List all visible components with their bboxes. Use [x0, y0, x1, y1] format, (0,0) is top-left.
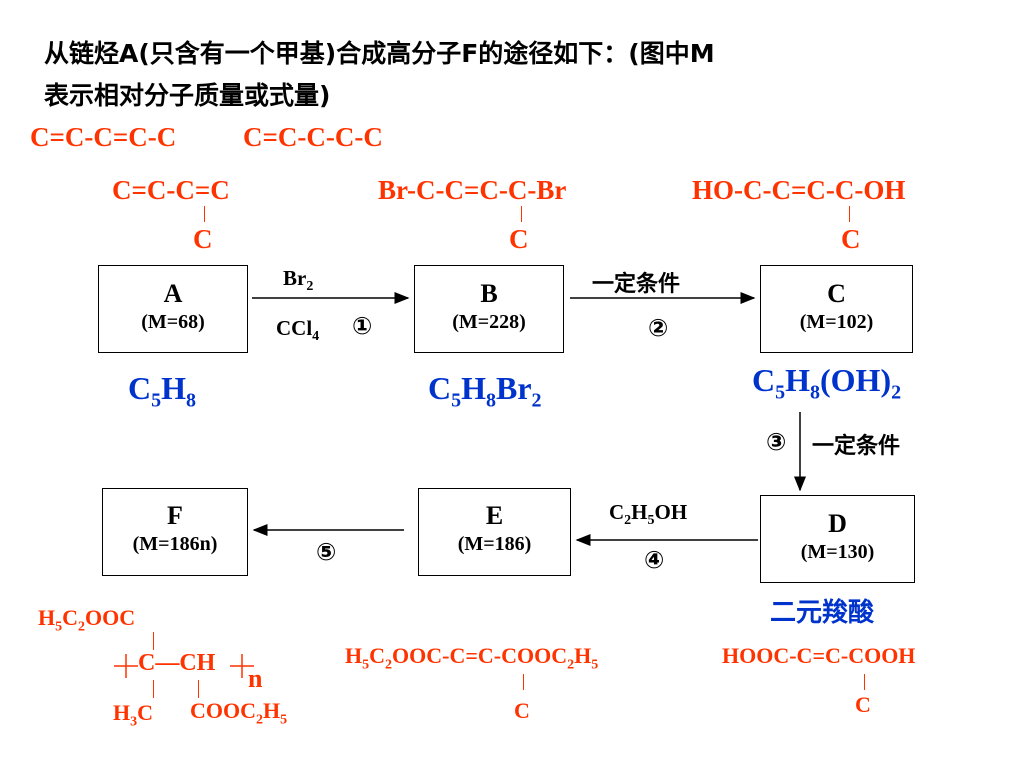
structure-c-main: HO-C-C=C-C-OH	[692, 175, 906, 205]
reagent-1-bottom: CCl4	[276, 316, 320, 345]
f-repeat-n: n	[248, 664, 263, 693]
box-e-label: E	[485, 501, 504, 530]
box-b-mass: (M=228)	[452, 311, 526, 333]
structure-d-branch: C	[855, 692, 871, 717]
candidate-structure-1: C=C-C=C-C	[30, 122, 177, 152]
formula-c: C5H8(OH)2	[752, 362, 902, 404]
box-d-mass: (M=130)	[800, 541, 875, 563]
box-b-label: B	[480, 279, 498, 308]
reagent-4-top: C2H5OH	[609, 500, 688, 529]
f-polymer-chain: C—CH	[138, 650, 216, 676]
formula-a: C5H8	[128, 370, 196, 412]
candidate-structure-2: C=C-C-C-C	[243, 122, 383, 152]
f-cooet-bond	[198, 680, 199, 698]
step-4-marker: ④	[644, 546, 665, 574]
structure-c-branch: C	[841, 224, 861, 254]
box-f-label: F	[167, 501, 183, 530]
compound-box-a: A (M=68)	[98, 265, 248, 353]
step-5-marker: ⑤	[316, 538, 337, 566]
compound-box-e: E (M=186)	[418, 488, 571, 576]
reagent-1-top: Br2	[283, 266, 314, 295]
box-e-mass: (M=186)	[457, 533, 532, 555]
structure-a-branch: C	[193, 224, 213, 254]
structure-e-bond	[523, 674, 524, 690]
structure-d-bond	[864, 674, 865, 690]
structure-b-bond	[521, 206, 522, 222]
step-3-marker: ③	[766, 428, 787, 456]
structure-a-main: C=C-C=C	[112, 175, 230, 205]
step-1-marker: ①	[352, 312, 373, 340]
f-methyl-bond	[153, 680, 154, 698]
intro-line-2: 表示相对分子质量或式量)	[44, 81, 331, 110]
box-a-mass: (M=68)	[141, 311, 205, 333]
compound-box-d: D (M=130)	[760, 495, 915, 583]
step-2-marker: ②	[648, 314, 669, 342]
compound-box-f: F (M=186n)	[102, 488, 248, 576]
structure-a-bond	[204, 206, 205, 222]
d-classification-note: 二元羧酸	[770, 598, 875, 628]
box-f-mass: (M=186n)	[132, 533, 218, 555]
structure-e-main: H5C2OOC-C=C-COOC2H5	[345, 643, 599, 673]
structure-b-main: Br-C-C=C-C-Br	[378, 175, 567, 205]
f-cooet-group: COOC2H5	[190, 698, 288, 728]
formula-b: C5H8Br2	[428, 370, 542, 412]
box-c-mass: (M=102)	[799, 311, 874, 333]
reagent-3: 一定条件	[812, 434, 901, 459]
compound-box-b: B (M=228)	[414, 265, 564, 353]
box-c-label: C	[827, 279, 846, 308]
f-ester-group: H5C2OOC	[38, 605, 136, 635]
structure-c-bond	[849, 206, 850, 222]
intro-line-1: 从链烃A(只含有一个甲基)合成高分子F的途径如下：(图中M	[44, 39, 715, 68]
reagent-2-top: 一定条件	[592, 272, 681, 297]
f-ester-bond	[153, 632, 154, 650]
box-d-label: D	[828, 509, 847, 538]
structure-b-branch: C	[509, 224, 529, 254]
compound-box-c: C (M=102)	[760, 265, 913, 353]
f-bracket-left	[114, 654, 254, 678]
structure-e-branch: C	[514, 698, 530, 723]
structure-d-main: HOOC-C=C-COOH	[722, 643, 916, 668]
f-methyl-group: H3C	[113, 700, 154, 730]
box-a-label: A	[163, 279, 183, 308]
